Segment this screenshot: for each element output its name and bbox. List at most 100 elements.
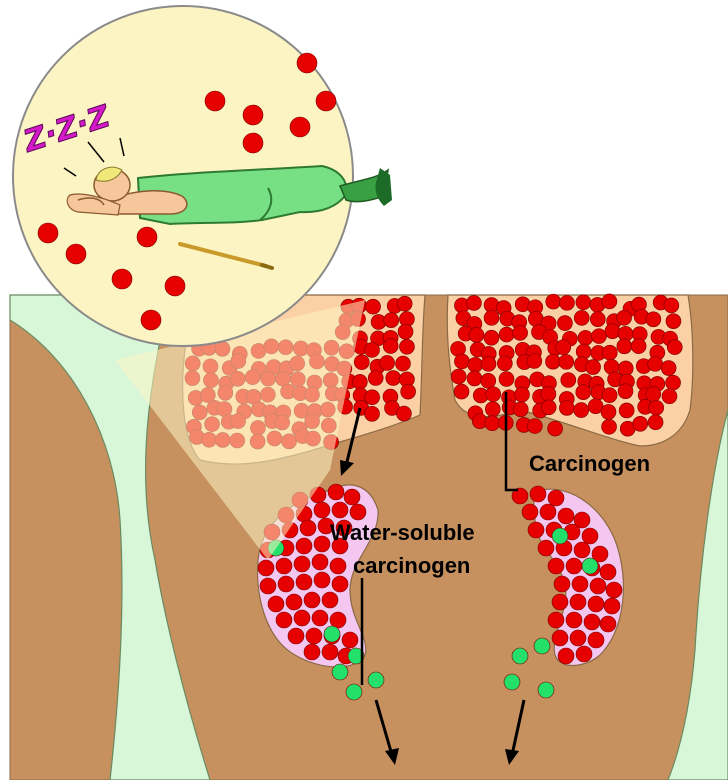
water-soluble-label-line1: Water-soluble	[330, 520, 475, 545]
carcinogen-dot	[401, 384, 416, 399]
carcinogen-dot	[499, 327, 514, 342]
carcinogen-dot	[601, 404, 616, 419]
carcinogen-dot	[485, 402, 500, 417]
carcinogen-dot	[576, 295, 591, 310]
carcinogen-dot	[276, 558, 292, 574]
carcinogen-dot	[290, 117, 310, 137]
carcinogen-dot	[588, 596, 604, 612]
carcinogen-dot	[618, 384, 633, 399]
carcinogen-dot	[312, 554, 328, 570]
carcinogen-dot	[530, 486, 546, 502]
carcinogen-dot	[588, 632, 604, 648]
carcinogen-dot	[314, 536, 330, 552]
carcinogen-dot	[314, 502, 330, 518]
water-soluble-dot	[512, 648, 528, 664]
carcinogen-dot	[141, 310, 161, 330]
carcinogen-dot	[330, 558, 346, 574]
carcinogen-dot	[268, 596, 284, 612]
carcinogen-dot	[366, 299, 381, 314]
carcinogen-dot	[591, 329, 606, 344]
carcinogen-dot	[605, 324, 620, 339]
carcinogen-dot	[397, 296, 412, 311]
carcinogen-dot	[322, 592, 338, 608]
carcinogen-dot	[554, 576, 570, 592]
carcinogen-dot	[112, 269, 132, 289]
water-soluble-dot	[504, 674, 520, 690]
carcinogen-dot	[566, 612, 582, 628]
carcinogen-dot	[556, 340, 571, 355]
carcinogen-dot	[570, 594, 586, 610]
carcinogen-dot	[574, 542, 590, 558]
carcinogen-dot	[566, 558, 582, 574]
carcinogen-dot	[667, 340, 682, 355]
carcinogen-dot	[342, 632, 358, 648]
carcinogen-dot	[384, 313, 399, 328]
carcinogen-dot	[559, 401, 574, 416]
carcinogen-dot	[383, 339, 398, 354]
carcinogen-dot	[606, 582, 622, 598]
carcinogen-dot	[332, 576, 348, 592]
carcinogen-dot	[316, 91, 336, 111]
carcinogen-dot	[586, 360, 601, 375]
carcinogen-dot	[561, 372, 576, 387]
person-shoe	[375, 168, 392, 206]
carcinogen-dot	[276, 612, 292, 628]
carcinogen-dot	[584, 614, 600, 630]
carcinogen-dot	[352, 374, 367, 389]
carcinogen-dot	[600, 616, 616, 632]
carcinogen-dot	[481, 356, 496, 371]
carcinogen-dot	[590, 312, 605, 327]
carcinogen-dot	[398, 324, 413, 339]
carcinogen-dot	[602, 294, 617, 309]
carcinogen-dot	[666, 314, 681, 329]
carcinogen-dot	[557, 316, 572, 331]
water-soluble-dot	[346, 684, 362, 700]
carcinogen-dot	[365, 406, 380, 421]
carcinogen-dot	[312, 610, 328, 626]
carcinogen-dot	[297, 53, 317, 73]
carcinogen-dot	[466, 295, 481, 310]
carcinogen-dot	[648, 415, 663, 430]
carcinogen-dot	[602, 345, 617, 360]
carcinogen-dot	[332, 502, 348, 518]
carcinogen-dot	[243, 105, 263, 125]
carcinogen-dot	[66, 244, 86, 264]
carcinogen-dot	[617, 310, 632, 325]
carcinogen-dot	[582, 528, 598, 544]
carcinogen-dot	[513, 402, 528, 417]
carcinogen-dot	[454, 384, 469, 399]
carcinogen-dot	[243, 133, 263, 153]
carcinogen-dot	[38, 223, 58, 243]
carcinogen-dot	[304, 592, 320, 608]
water-soluble-dot	[552, 528, 568, 544]
carcinogen-dot	[330, 612, 346, 628]
carcinogen-dot	[469, 327, 484, 342]
carcinogen-dot	[558, 648, 574, 664]
carcinogen-dot	[646, 312, 661, 327]
carcinogen-dot	[574, 310, 589, 325]
carcinogen-dot	[365, 390, 380, 405]
carcinogen-dot	[574, 403, 589, 418]
carcinogen-dot	[258, 560, 274, 576]
carcinogen-dot	[485, 416, 500, 431]
carcinogen-dot	[386, 371, 401, 386]
carcinogen-dot	[314, 572, 330, 588]
carcinogen-dot	[522, 504, 538, 520]
carcinogen-dot	[137, 227, 157, 247]
carcinogen-dot	[278, 576, 294, 592]
carcinogen-dot	[300, 520, 316, 536]
carcinogen-dot	[541, 400, 556, 415]
carcinogen-dot	[541, 386, 556, 401]
carcinogen-dot	[572, 576, 588, 592]
carcinogen-dot	[354, 355, 369, 370]
carcinogen-dot	[548, 490, 564, 506]
carcinogen-dot	[528, 522, 544, 538]
carcinogen-dot	[294, 610, 310, 626]
carcinogen-dot	[646, 387, 661, 402]
carcinogen-dot	[328, 484, 344, 500]
carcinogen-dot	[604, 598, 620, 614]
carcinogen-dot	[396, 406, 411, 421]
carcinogen-dot	[288, 628, 304, 644]
carcinogen-dot	[576, 385, 591, 400]
